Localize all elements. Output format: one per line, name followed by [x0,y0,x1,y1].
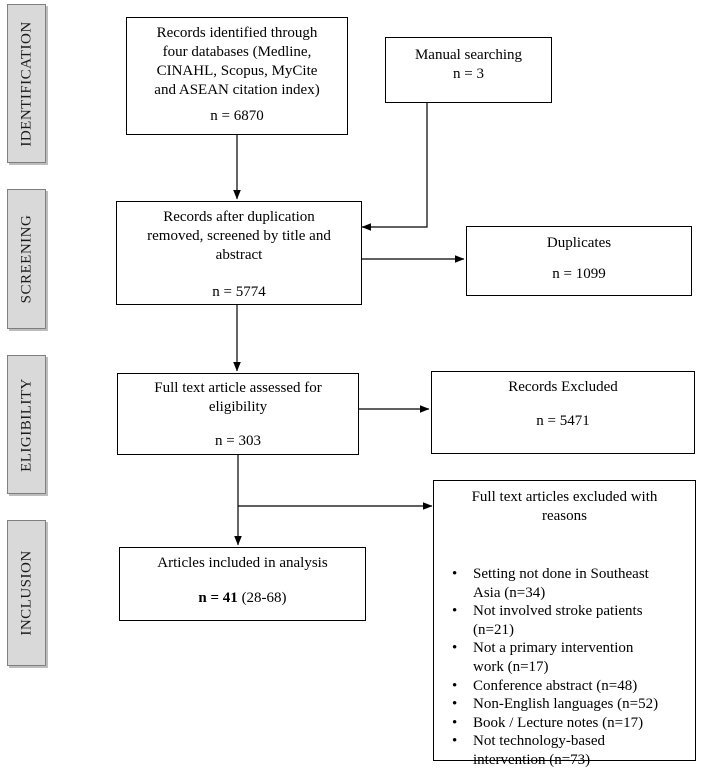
manual-searching-label: Manual searching [414,47,523,63]
exclusion-reason-line: Not involved stroke patients [473,603,643,620]
stage-identification: IDENTIFICATION [7,4,46,163]
exclusion-reason-line: Book / Lecture notes (n=17) [473,714,644,731]
duplicates-box: Duplicates n = 1099 [466,226,692,296]
fulltext-assessed-box: Full text article assessed for eligibili… [117,373,359,455]
records-identified-box: Records identified through four database… [126,17,348,135]
exclusion-reason-item: Conference abstract (n=48) [444,677,689,696]
exclusion-reason-line: Setting not done in Southeast [473,566,649,582]
records-identified-line: and ASEAN citation index) [154,82,320,98]
records-identified-line: Records identified through [156,25,318,41]
stage-inclusion: INCLUSION [7,520,46,666]
exclusion-reason-line: intervention (n=73) [473,751,591,768]
records-identified-count: n = 6870 [210,108,264,124]
records-screened-line: Records after duplication [163,209,315,225]
articles-included-count-bold: n = 41 [198,590,238,606]
exclusion-reasons-list: Setting not done in Southeast Asia (n=34… [444,565,689,770]
exclusion-reason-item: Non-English languages (n=52) [444,695,689,714]
exclusion-reason-line: Not technology-based [473,733,606,750]
records-identified-line: four databases (Medline, [162,44,312,60]
fulltext-assessed-line: Full text article assessed for [154,380,322,396]
records-screened-line: abstract [215,247,263,263]
exclusion-reason-item: Book / Lecture notes (n=17) [444,714,689,733]
records-identified-line: CINAHL, Scopus, MyCite [156,63,318,79]
exclusion-reason-item: Setting not done in Southeast Asia (n=34… [444,565,689,602]
records-excluded-count: n = 5471 [536,413,590,429]
records-screened-box: Records after duplication removed, scree… [116,201,362,305]
exclusion-reason-item: Not a primary intervention work (n=17) [444,639,689,676]
stage-eligibility: ELIGIBILITY [7,355,46,494]
articles-included-label: Articles included in analysis [157,555,328,571]
exclusion-reasons-box: Full text articles excluded with reasons… [433,480,696,768]
arrow-manual-to-screened [361,103,428,231]
exclusion-reason-line: Conference abstract (n=48) [473,677,638,694]
records-screened-line: removed, screened by title and [147,228,331,244]
exclusion-reason-line: (n=21) [473,621,514,638]
stage-screening: SCREENING [7,189,46,329]
exclusion-reason-line: Not a primary intervention [473,640,634,657]
fulltext-assessed-count: n = 303 [215,433,261,449]
exclusion-reason-line: Asia (n=34) [473,584,546,601]
manual-searching-box: Manual searching n = 3 [385,37,552,103]
exclusion-reason-item: Not technology-based intervention (n=73) [444,732,689,769]
articles-included-box: Articles included in analysis n = 41 (28… [119,547,366,621]
records-excluded-label: Records Excluded [508,379,618,395]
exclusion-reason-item: Not involved stroke patients (n=21) [444,602,689,639]
records-screened-count: n = 5774 [212,284,266,300]
articles-included-count-range: (28-68) [237,590,287,606]
exclusion-reasons-heading: Full text articles excluded with [471,489,658,505]
exclusion-reason-line: work (n=17) [473,658,549,675]
duplicates-count: n = 1099 [552,266,606,282]
manual-searching-count: n = 3 [453,66,484,82]
exclusion-reason-line: Non-English languages (n=52) [473,696,659,713]
records-excluded-box: Records Excluded n = 5471 [431,371,695,454]
duplicates-label: Duplicates [546,235,612,251]
exclusion-reasons-heading: reasons [542,508,587,524]
fulltext-assessed-line: eligibility [208,399,268,415]
articles-included-count: n = 41 (28-68) [120,589,365,608]
